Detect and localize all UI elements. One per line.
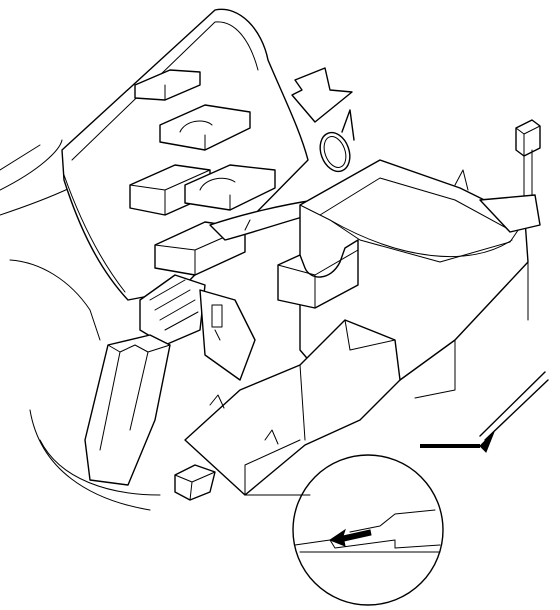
relay-block-4	[184, 164, 276, 211]
fuse-box-lid	[61, 8, 309, 301]
cable-saddle	[277, 239, 359, 309]
lower-tray	[184, 319, 401, 496]
insert-arrow	[291, 67, 353, 123]
terminal-connector	[139, 274, 206, 346]
spring-clip	[319, 109, 355, 173]
clip-plate	[199, 289, 256, 381]
direction-arrow	[420, 371, 549, 453]
relay-block-1	[134, 69, 201, 101]
mounting-tab	[454, 169, 541, 233]
harness-cover	[84, 334, 171, 486]
loose-clip	[174, 464, 216, 501]
background-harness	[0, 139, 161, 511]
inset-detail	[292, 454, 444, 606]
relay-block-2	[159, 104, 251, 151]
